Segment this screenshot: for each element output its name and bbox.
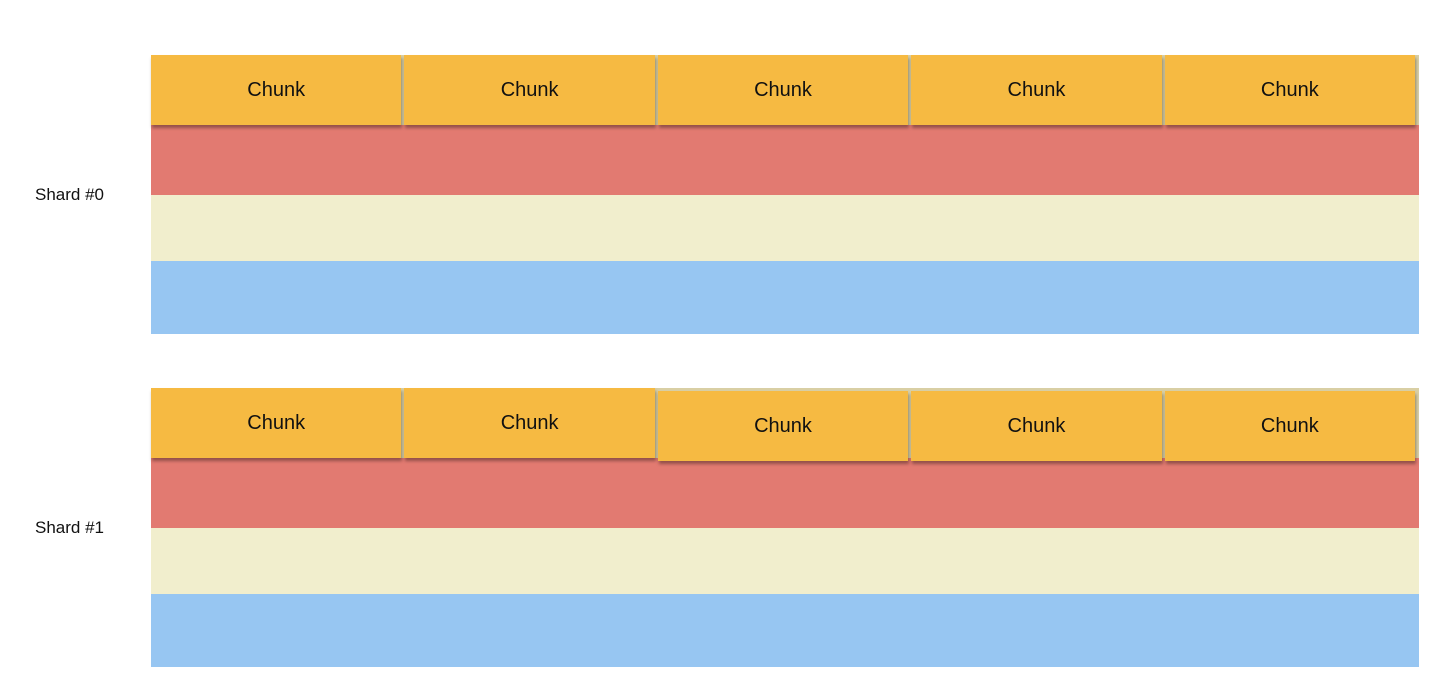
shard-0-chunk-1: Chunk xyxy=(151,55,402,125)
shard-0-red-band xyxy=(151,125,1419,195)
shard-1-chunk-3: Chunk xyxy=(657,391,909,461)
shard-1-chunk-5: Chunk xyxy=(1164,391,1416,461)
shard-1-group: Shard #1 Chunk Chunk Chunk Chunk Chunk xyxy=(0,388,1419,667)
shard-0-chunk-2: Chunk xyxy=(404,55,655,125)
shard-1-label: Shard #1 xyxy=(35,517,104,537)
shard-1-chunk-row: Chunk Chunk Chunk Chunk Chunk xyxy=(151,388,1419,461)
shard-0-chunk-row: Chunk Chunk Chunk Chunk Chunk xyxy=(151,55,1419,125)
shard-0-blue-band xyxy=(151,261,1419,334)
shard-1-body: Chunk Chunk Chunk Chunk Chunk xyxy=(151,388,1419,667)
shard-0-chunk-3: Chunk xyxy=(657,55,909,125)
shard-1-chunk-1: Chunk xyxy=(151,388,402,458)
shard-1-cream-band xyxy=(151,528,1419,594)
shard-1-chunk-2: Chunk xyxy=(404,388,655,458)
shard-1-blue-band xyxy=(151,594,1419,667)
shard-0-chunk-5: Chunk xyxy=(1164,55,1416,125)
shard-0-label: Shard #0 xyxy=(35,184,104,204)
shard-0-chunk-4: Chunk xyxy=(911,55,1162,125)
shard-0-cream-band xyxy=(151,195,1419,261)
shard-1-red-band xyxy=(151,458,1419,528)
shard-0-group: Shard #0 Chunk Chunk Chunk Chunk Chunk xyxy=(0,55,1419,334)
shard-1-chunk-4: Chunk xyxy=(911,391,1162,461)
shard-0-body: Chunk Chunk Chunk Chunk Chunk xyxy=(151,55,1419,334)
